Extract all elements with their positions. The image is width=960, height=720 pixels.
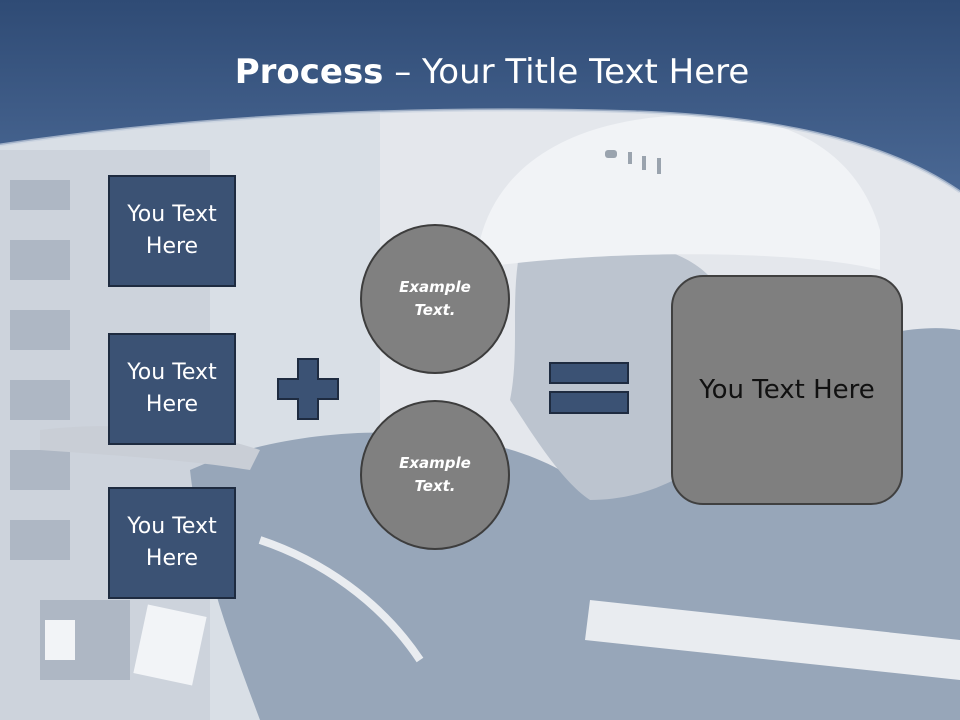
circle-1-label: Example Text. — [399, 278, 471, 319]
plus-icon — [277, 358, 339, 420]
example-circle-1: Example Text. — [360, 224, 510, 374]
result-box: You Text Here — [671, 275, 903, 505]
example-circle-2: Example Text. — [360, 400, 510, 550]
title-bold: Process — [234, 52, 384, 92]
slide-title: Process – Your Title Text Here — [0, 52, 960, 92]
text-box-2: You Text Here — [108, 333, 236, 445]
text-box-3: You Text Here — [108, 487, 236, 599]
title-rest: – Your Title Text Here — [383, 52, 750, 92]
text-box-1: You Text Here — [108, 175, 236, 287]
equals-icon — [549, 362, 629, 414]
circle-2-label: Example Text. — [399, 454, 471, 495]
